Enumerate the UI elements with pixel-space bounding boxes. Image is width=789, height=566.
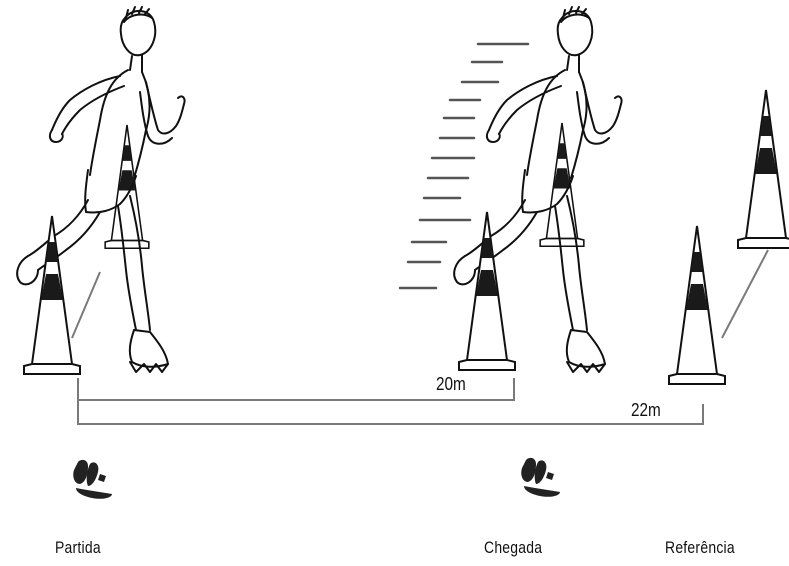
label-reference: Referência <box>665 538 735 558</box>
cone-behind-finish <box>540 123 584 246</box>
cone-finish <box>459 212 515 370</box>
cone-reference-back <box>738 90 789 248</box>
cone-reference <box>669 226 725 384</box>
distance-22m-line <box>78 400 703 424</box>
speed-lines <box>400 44 528 288</box>
footprint-finish-icon <box>521 458 560 497</box>
distance-label-22m: 22m <box>631 400 661 421</box>
label-start: Partida <box>55 538 101 558</box>
label-finish: Chegada <box>484 538 542 558</box>
footprint-start-icon <box>73 460 112 499</box>
distance-label-20m: 20m <box>436 374 466 395</box>
cone-start <box>24 216 80 374</box>
